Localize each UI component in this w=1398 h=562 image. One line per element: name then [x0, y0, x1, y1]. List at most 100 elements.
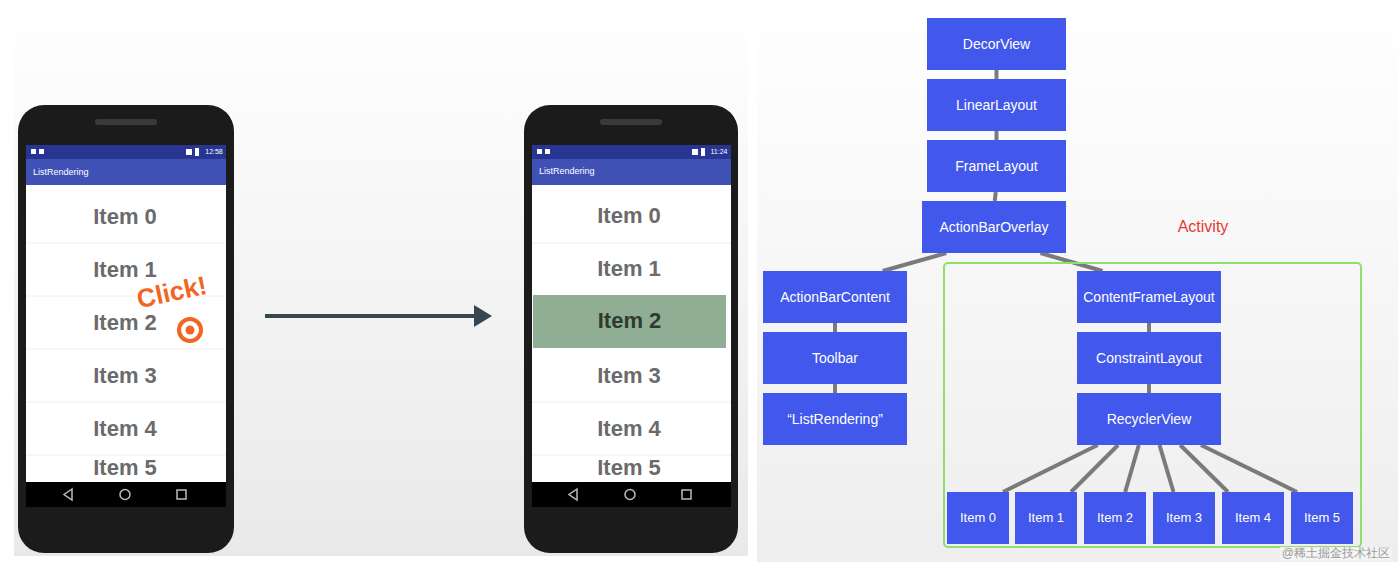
battery-icon — [701, 148, 705, 156]
tree-connector — [1180, 445, 1228, 492]
item-box: Item 1 — [1015, 492, 1077, 544]
status-time: 12:58 — [205, 148, 223, 156]
view-box: LinearLayout — [927, 79, 1066, 131]
right-panel — [757, 0, 1398, 562]
tree-connector — [1003, 445, 1098, 492]
node-label: ActionBarOverlay — [940, 219, 1049, 236]
view-box: DecorView — [927, 18, 1066, 70]
tap-ring — [179, 319, 201, 341]
tree-connector — [833, 384, 837, 393]
status-icon — [692, 149, 698, 155]
list-item-text: Item 0 — [93, 204, 157, 229]
view-box: “ListRendering” — [763, 393, 907, 445]
app-bar — [532, 159, 731, 185]
status-icon — [545, 149, 550, 154]
tree-connector — [1125, 445, 1139, 492]
phone-screen — [26, 145, 226, 482]
node-label: Item 4 — [1235, 510, 1271, 526]
tree-connector — [1160, 445, 1174, 492]
view-box: ActionBarOverlay — [922, 201, 1066, 253]
selected-row: Item 2 — [533, 295, 726, 348]
tree-connector — [833, 323, 837, 332]
back-icon — [569, 489, 577, 500]
node-label: DecorView — [963, 36, 1030, 53]
status-time: 11:24 — [711, 148, 728, 156]
view-box: ActionBarContent — [763, 271, 907, 323]
status-icon — [537, 149, 542, 154]
list-item-text: Item 4 — [93, 416, 157, 441]
item-box: Item 0 — [947, 492, 1009, 544]
view-box: RecyclerView — [1077, 393, 1221, 445]
status-icon — [31, 149, 36, 154]
node-label: ConstraintLayout — [1096, 350, 1202, 367]
phone-speaker — [600, 119, 662, 125]
phone-after — [524, 105, 738, 553]
item-box: Item 2 — [1084, 492, 1146, 544]
nav-bar — [532, 482, 731, 507]
row-separators — [532, 243, 731, 455]
tree-connector — [995, 192, 996, 201]
status-bar — [532, 145, 731, 159]
node-label: Item 1 — [1028, 510, 1064, 526]
phone-body — [524, 105, 738, 553]
item-box: Item 5 — [1291, 492, 1353, 544]
region-title: Activity — [1178, 217, 1229, 236]
view-box: Toolbar — [763, 332, 907, 384]
node-label: ActionBarContent — [780, 289, 890, 306]
recents-icon — [682, 490, 691, 499]
node-label: FrameLayout — [955, 158, 1037, 175]
app-bar-title: ListRendering — [33, 167, 89, 177]
nav-bar — [26, 482, 226, 507]
item-box: Item 4 — [1222, 492, 1284, 544]
node-label: Item 3 — [1166, 510, 1202, 526]
node-label: ContentFrameLayout — [1083, 289, 1215, 306]
list-item-text: Item 1 — [597, 256, 661, 281]
tree-connector — [995, 70, 999, 79]
list-item-text: Item 5 — [93, 455, 157, 480]
node-label: Toolbar — [812, 350, 858, 367]
view-box: FrameLayout — [927, 140, 1066, 192]
tree-connector — [1147, 323, 1151, 332]
phone-speaker — [95, 119, 157, 125]
list-item-text: Item 5 — [597, 455, 661, 480]
list-item-text: Item 2 — [93, 310, 157, 335]
view-box: ConstraintLayout — [1077, 332, 1221, 384]
node-label: Item 2 — [598, 308, 662, 334]
list-item-text: Item 4 — [597, 416, 661, 441]
row-separators — [26, 243, 226, 455]
left-panel — [14, 8, 748, 556]
node-label: Item 0 — [960, 510, 996, 526]
node-label: Item 2 — [1097, 510, 1133, 526]
back-icon — [64, 489, 72, 500]
list-item-text: Item 0 — [597, 203, 661, 228]
tree-connector — [995, 131, 999, 140]
watermark: @稀土掘金技术社区 — [1280, 547, 1392, 561]
arrow-head — [474, 305, 492, 327]
battery-icon — [195, 148, 199, 156]
app-bar — [26, 159, 226, 185]
list-item-text: Item 3 — [93, 363, 157, 388]
view-box: ContentFrameLayout — [1077, 271, 1221, 323]
tree-connector — [883, 253, 947, 271]
node-label: LinearLayout — [956, 97, 1037, 114]
status-bar — [26, 145, 226, 159]
tree-connector — [1201, 445, 1297, 492]
node-label: Item 5 — [1304, 510, 1340, 526]
phone-before — [18, 105, 234, 553]
transition-arrow — [265, 314, 478, 318]
list-item-text: Item 1 — [93, 257, 157, 282]
home-icon — [625, 490, 635, 500]
app-bar-title: ListRendering — [539, 166, 595, 176]
recents-icon — [177, 490, 186, 499]
node-label: RecyclerView — [1107, 411, 1192, 428]
item-box: Item 3 — [1153, 492, 1215, 544]
tree-connector — [1071, 445, 1118, 492]
node-label: “ListRendering” — [787, 411, 883, 428]
phone-body — [18, 105, 234, 553]
tap-dot — [186, 326, 195, 335]
tree-connector — [1147, 384, 1151, 393]
home-icon — [120, 490, 130, 500]
status-icon — [186, 149, 192, 155]
phone-screen — [532, 145, 731, 482]
